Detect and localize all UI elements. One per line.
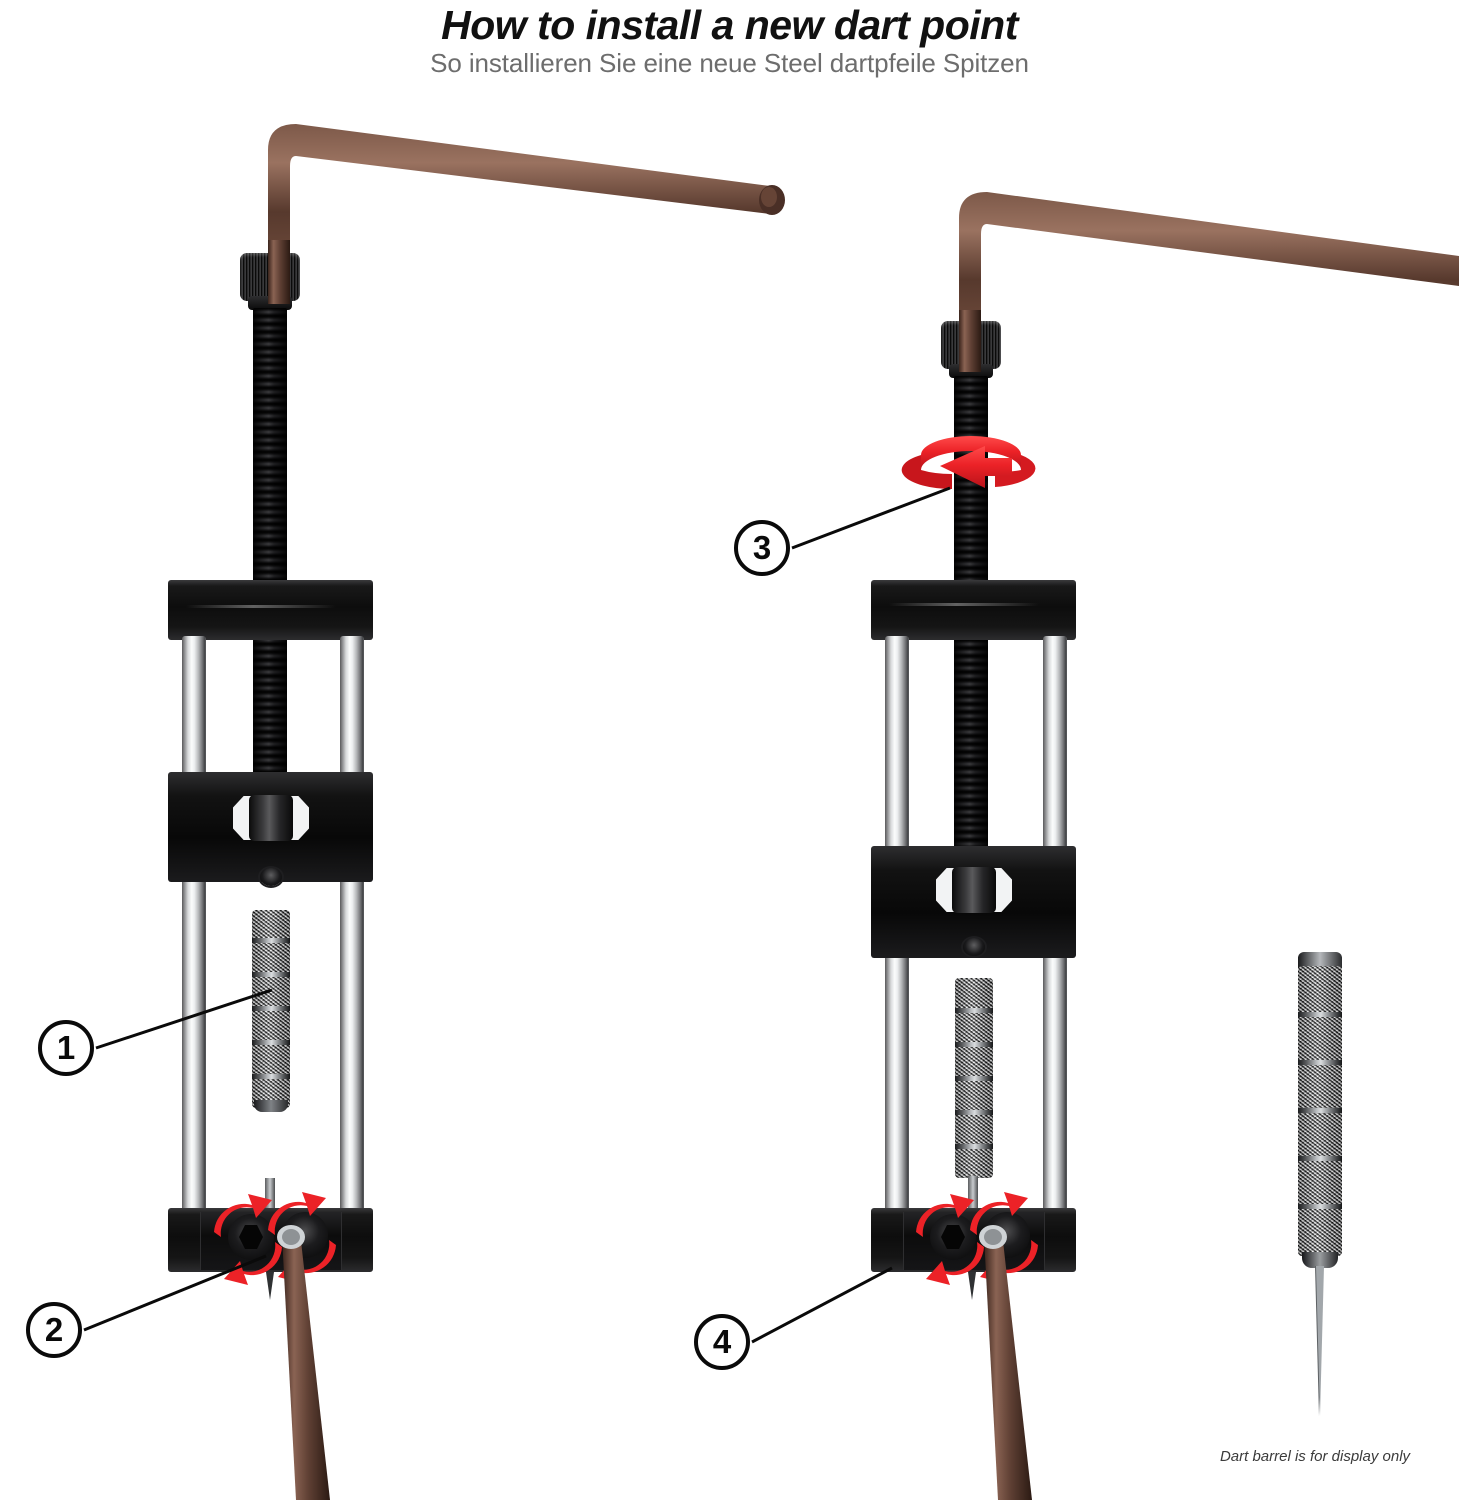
page-subtitle: So installieren Sie eine neue Steel dart… xyxy=(430,48,1029,78)
callout-2-label: 2 xyxy=(44,1311,64,1348)
left-threaded-screw-rod xyxy=(253,308,287,788)
callout-marker-3: 3 xyxy=(734,520,790,576)
display-only-note: Dart barrel is for display only xyxy=(1219,1448,1411,1465)
right-screw-knob-cap xyxy=(941,321,1001,369)
callout-marker-4: 4 xyxy=(694,1314,750,1370)
callout-marker-2: 2 xyxy=(26,1302,82,1358)
left-clamp-set-screw xyxy=(260,868,282,886)
left-press-top-crossbar xyxy=(168,580,373,640)
right-base-hex-socket-b xyxy=(984,1212,1030,1258)
callout-marker-1: 1 xyxy=(38,1020,94,1076)
callout-3-label: 3 xyxy=(752,529,772,566)
display-dart-barrel-topcap xyxy=(1298,952,1342,968)
page-title: How to install a new dart point xyxy=(441,2,1018,48)
right-knurled-dart-barrel xyxy=(955,978,993,1178)
left-clamp-nut xyxy=(249,795,293,841)
callout-4-label: 4 xyxy=(712,1323,732,1360)
right-clamp-set-screw xyxy=(963,938,985,956)
left-barrel-tip-cap xyxy=(254,1100,288,1112)
right-crossbar-highlight xyxy=(889,603,1039,606)
display-dart-barrel xyxy=(1298,966,1342,1256)
display-dart-steel-point xyxy=(1316,1266,1324,1416)
display-dart-barrel-endcap xyxy=(1302,1252,1338,1268)
left-guide-rod-a xyxy=(182,636,206,1214)
left-crossbar-highlight xyxy=(186,605,336,608)
right-clamp-nut xyxy=(952,867,996,913)
left-guide-rod-b xyxy=(340,636,364,1214)
right-press-top-crossbar xyxy=(871,580,1076,640)
callout-1-label: 1 xyxy=(56,1029,76,1066)
display-dart xyxy=(1296,952,1356,1452)
